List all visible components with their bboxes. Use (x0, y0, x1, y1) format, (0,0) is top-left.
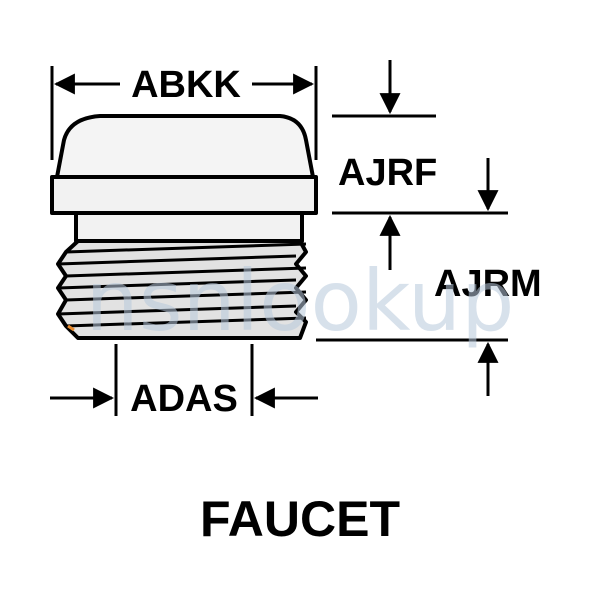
dim-cap-height (332, 60, 508, 270)
dim-thread-length (316, 158, 508, 396)
cap-dome (55, 114, 315, 179)
dim-top-width-label: ABKK (131, 64, 241, 106)
cap-neck (74, 211, 304, 243)
dim-thread-diameter-label: ADAS (130, 378, 238, 420)
dim-top-width (50, 66, 318, 160)
dim-cap-height-label: AJRF (338, 152, 437, 194)
dim-thread-diameter (50, 344, 318, 416)
accent-mark (67, 324, 75, 332)
thread-lines (57, 242, 307, 328)
faucet-part (50, 114, 318, 340)
diagram-title: FAUCET (200, 491, 400, 547)
dim-thread-length-label: AJRM (434, 263, 542, 305)
watermark: nsnlookup (86, 252, 515, 350)
cap-band (50, 175, 318, 215)
